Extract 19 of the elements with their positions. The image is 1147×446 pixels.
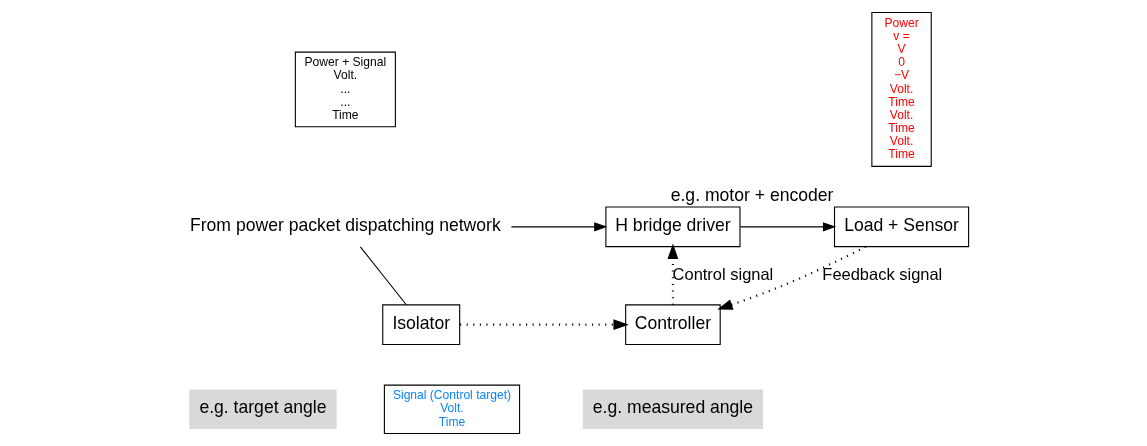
label: e.g. measured angle [592,397,753,418]
arrow [667,243,678,305]
node-box: Power + Signal Volt. ... ... Time [294,51,396,128]
edge-label: Control signal [672,264,773,283]
arrow [716,245,866,310]
node-box: Isolator [381,304,460,345]
node-box: Signal (Control target) Volt. Time [383,384,520,435]
arrow [510,222,607,232]
arrow [459,319,629,331]
arrow [739,222,836,232]
node-box: H bridge driver [604,206,741,248]
node-label: e.g. motor + encoder [670,185,833,206]
edge-label: Feedback signal [821,264,942,283]
connector [359,246,407,306]
node-text: From power packet dispatching network [189,215,501,236]
node-box: Load + Sensor [833,206,969,248]
node-box: Power v = V 0 −V Volt. Time Volt. Time Volt. Time [870,11,932,167]
node-box: Controller [624,304,721,345]
label: e.g. target angle [198,397,326,418]
